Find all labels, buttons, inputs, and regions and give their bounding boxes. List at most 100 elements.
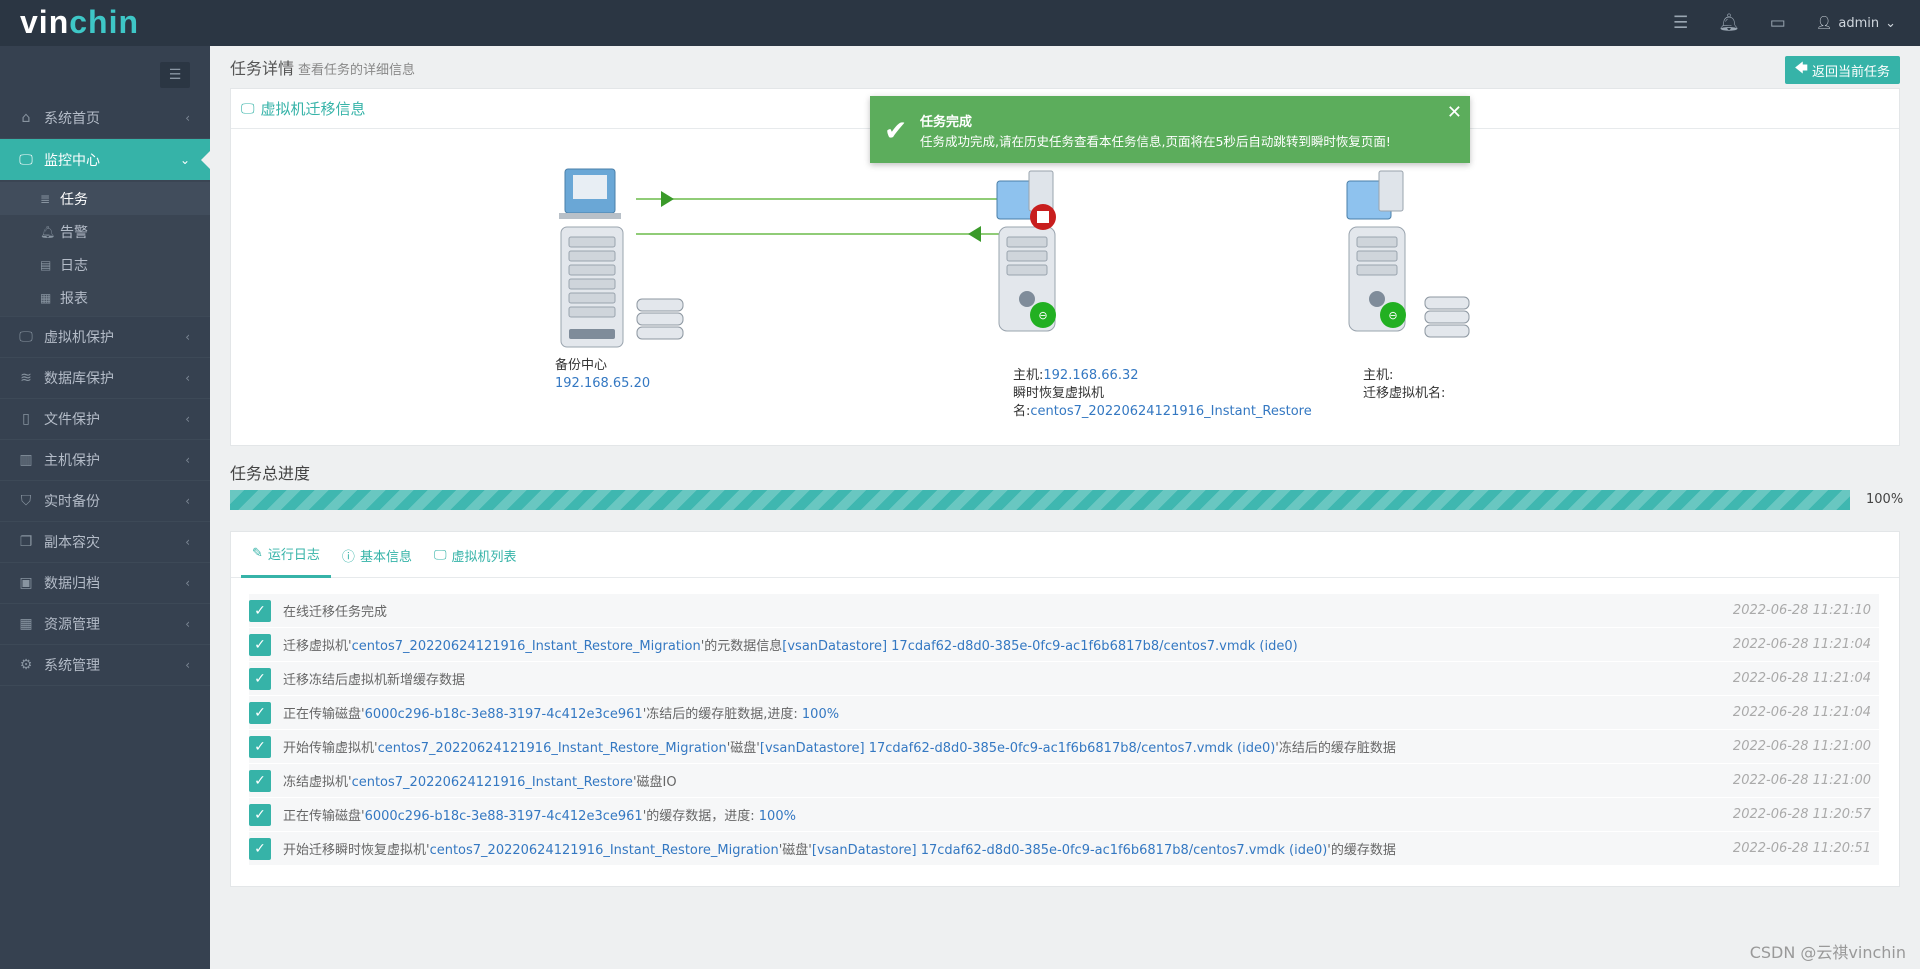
chevron-left-icon: ‹ <box>185 658 190 672</box>
log-time: 2022-06-28 11:21:04 <box>1732 671 1871 686</box>
sidebar-item-1[interactable]: 🖵 监控中心 ⌄ <box>0 139 210 180</box>
user-icon: 👤︎ <box>1815 15 1833 31</box>
chevron-left-icon: ‹ <box>185 412 190 426</box>
log-message: 迁移冻结后虚拟机新增缓存数据 <box>283 673 466 688</box>
sidebar-item-3[interactable]: ≋数据库保护‹ <box>0 358 210 399</box>
sidebar-item-label: 监控中心 <box>44 152 100 169</box>
chevron-left-icon: ‹ <box>185 111 190 125</box>
monitor-icon: 🖵 <box>19 151 33 168</box>
log-icon: ▤ <box>40 257 52 272</box>
backup-server-icon <box>559 168 684 348</box>
monitor-icon: 🖵 <box>241 100 255 117</box>
chevron-down-icon: ⌄ <box>179 152 190 167</box>
checkbox-icon: ✓ <box>249 803 271 826</box>
chevron-left-icon: ‹ <box>185 494 190 508</box>
top-bar: vinchin ☰ 🔔︎ ▭ 👤︎ admin ⌄ <box>0 0 1920 46</box>
log-time: 2022-06-28 11:21:10 <box>1732 603 1871 618</box>
source-host-ip[interactable]: 192.168.66.32 <box>1043 368 1139 383</box>
log-time: 2022-06-28 11:20:57 <box>1732 807 1871 822</box>
sidebar-item-9[interactable]: ▦ 资源管理 ‹ <box>0 604 210 645</box>
toast-title: 任务完成 <box>920 115 973 130</box>
sidebar-item-label: 实时备份 <box>44 494 100 510</box>
sidebar-item-4[interactable]: ▯文件保护‹ <box>0 399 210 440</box>
log-row: ✓ 迁移冻结后虚拟机新增缓存数据 2022-06-28 11:21:04 <box>249 662 1879 696</box>
report-icon: ▦ <box>40 290 52 305</box>
tab-2[interactable]: 🖵虚拟机列表 <box>433 547 517 565</box>
sidebar-subitem-3[interactable]: ▦报表 <box>40 290 88 307</box>
sidebar-item-label: 资源管理 <box>44 617 100 633</box>
log-message: 迁移虚拟机'centos7_20220624121916_Instant_Res… <box>283 639 1298 654</box>
log-message: 开始迁移瞬时恢复虚拟机'centos7_20220624121916_Insta… <box>283 843 1396 858</box>
log-message: 正在传输磁盘'6000c296-b18c-3e88-3197-4c412e3ce… <box>283 707 840 722</box>
log-row: ✓冻结虚拟机'centos7_20220624121916_Instant_Re… <box>249 764 1879 798</box>
main-content: 任务详情查看任务的详细信息 🡄 返回当前任务 🖵 虚拟机迁移信息 <box>210 46 1920 969</box>
sidebar-item-0[interactable]: ⌂系统首页‹ <box>0 98 210 139</box>
chevron-left-icon: ‹ <box>185 617 190 631</box>
sidebar-subitem-1[interactable]: 🔔︎告警 <box>40 224 88 241</box>
chevron-left-icon: ‹ <box>185 535 190 549</box>
sidebar-item-2[interactable]: 🖵虚拟机保护‹ <box>0 317 210 358</box>
sidebar-item-8[interactable]: ▣数据归档‹ <box>0 563 210 604</box>
log-row: ✓正在传输磁盘'6000c296-b18c-3e88-3197-4c412e3c… <box>249 798 1879 832</box>
check-icon: ✔ <box>884 114 908 147</box>
tab-0[interactable]: ✎运行日志 <box>241 532 331 578</box>
source-host-icon: ⊖ <box>996 170 1056 332</box>
log-time: 2022-06-28 11:21:04 <box>1732 705 1871 720</box>
user-menu[interactable]: 👤︎ admin ⌄ <box>1816 16 1896 31</box>
gear-icon: ⚙ <box>19 657 33 673</box>
checkbox-icon: ✓ <box>249 735 271 758</box>
close-icon[interactable]: ✕ <box>1446 102 1462 123</box>
target-host-icon: ⊖ <box>1346 170 1470 338</box>
sidebar-subitem-0[interactable]: ≣任务 <box>0 182 210 215</box>
target-host-label: 主机: 迁移虚拟机名: <box>1363 368 1446 401</box>
screen-icon[interactable]: ▭ <box>1769 13 1786 33</box>
shield-icon: ⛉ <box>20 493 32 509</box>
chevron-left-icon: ‹ <box>185 330 190 344</box>
source-vm-name[interactable]: centos7_20220624121916_Instant_Restore <box>1030 404 1312 419</box>
chevron-left-icon: ‹ <box>185 453 190 467</box>
checkbox-icon: ✓ <box>249 701 271 724</box>
log-time: 2022-06-28 11:21:00 <box>1732 773 1871 788</box>
vinchin-logo[interactable]: vinchin <box>20 4 140 40</box>
sidebar: ☰ ⌂系统首页‹ 🖵 监控中心 ⌄ ≣任务 🔔︎告警 ▤日志 ▦报表 🖵虚拟机保护‹ ≋ 数据库保护… <box>0 46 210 969</box>
log-message: 开始传输虚拟机'centos7_20220624121916_Instant_R… <box>283 741 1396 756</box>
bell-icon: 🔔︎ <box>40 224 56 239</box>
copy-icon: ❐ <box>19 534 33 550</box>
watermark: CSDN @云祺vinchin <box>1749 943 1906 962</box>
sidebar-item-label: 系统管理 <box>44 658 100 674</box>
checkbox-icon: ✓ <box>249 667 271 690</box>
file-icon: ▯ <box>22 411 30 427</box>
back-to-current-task-button[interactable]: 🡄 返回当前任务 <box>1784 56 1900 84</box>
log-row: ✓ 正在传输磁盘'6000c296-b18c-3e88-3197-4c412e3c… <box>249 696 1879 730</box>
grid-icon: ▦ <box>19 616 33 632</box>
sidebar-item-10[interactable]: ⚙ 系统管理 ‹ <box>0 645 210 686</box>
backup-center-ip[interactable]: 192.168.65.20 <box>555 376 651 391</box>
sidebar-subitem-2[interactable]: ▤日志 <box>40 257 88 274</box>
log-row: ✓ 开始传输虚拟机'centos7_20220624121916_Instant_… <box>249 730 1879 764</box>
sidebar-item-label: 数据库保护 <box>44 371 114 387</box>
server-list-icon[interactable]: ☰ <box>1672 13 1689 33</box>
sidebar-item-5[interactable]: ▥主机保护‹ <box>0 440 210 481</box>
bell-icon[interactable]: 🔔︎ <box>1718 13 1740 33</box>
host-icon: ▥ <box>19 452 33 468</box>
page-subtitle: 查看任务的详细信息 <box>298 63 416 78</box>
progress-bar <box>230 490 1850 510</box>
database-icon: ≋ <box>20 370 32 386</box>
sidebar-item-6[interactable]: ⛉ 实时备份 ‹ <box>0 481 210 522</box>
migration-diagram: ⊖ ⊖ <box>559 168 1470 348</box>
log-time: 2022-06-28 11:21:04 <box>1732 637 1871 652</box>
sidebar-submenu: ≣任务 🔔︎告警 ▤日志 ▦报表 <box>0 180 210 317</box>
monitor-icon: 🖵 <box>433 547 447 563</box>
transfer-arrows <box>636 191 1011 242</box>
sidebar-item-7[interactable]: ❐副本容灾‹ <box>0 522 210 563</box>
arrow-left-icon: 🡄 <box>1794 61 1808 76</box>
sidebar-toggle-button[interactable]: ☰ <box>160 62 190 88</box>
list-icon: ≣ <box>40 191 51 206</box>
username: admin <box>1838 15 1880 31</box>
progress-percent: 100% <box>1866 492 1904 507</box>
